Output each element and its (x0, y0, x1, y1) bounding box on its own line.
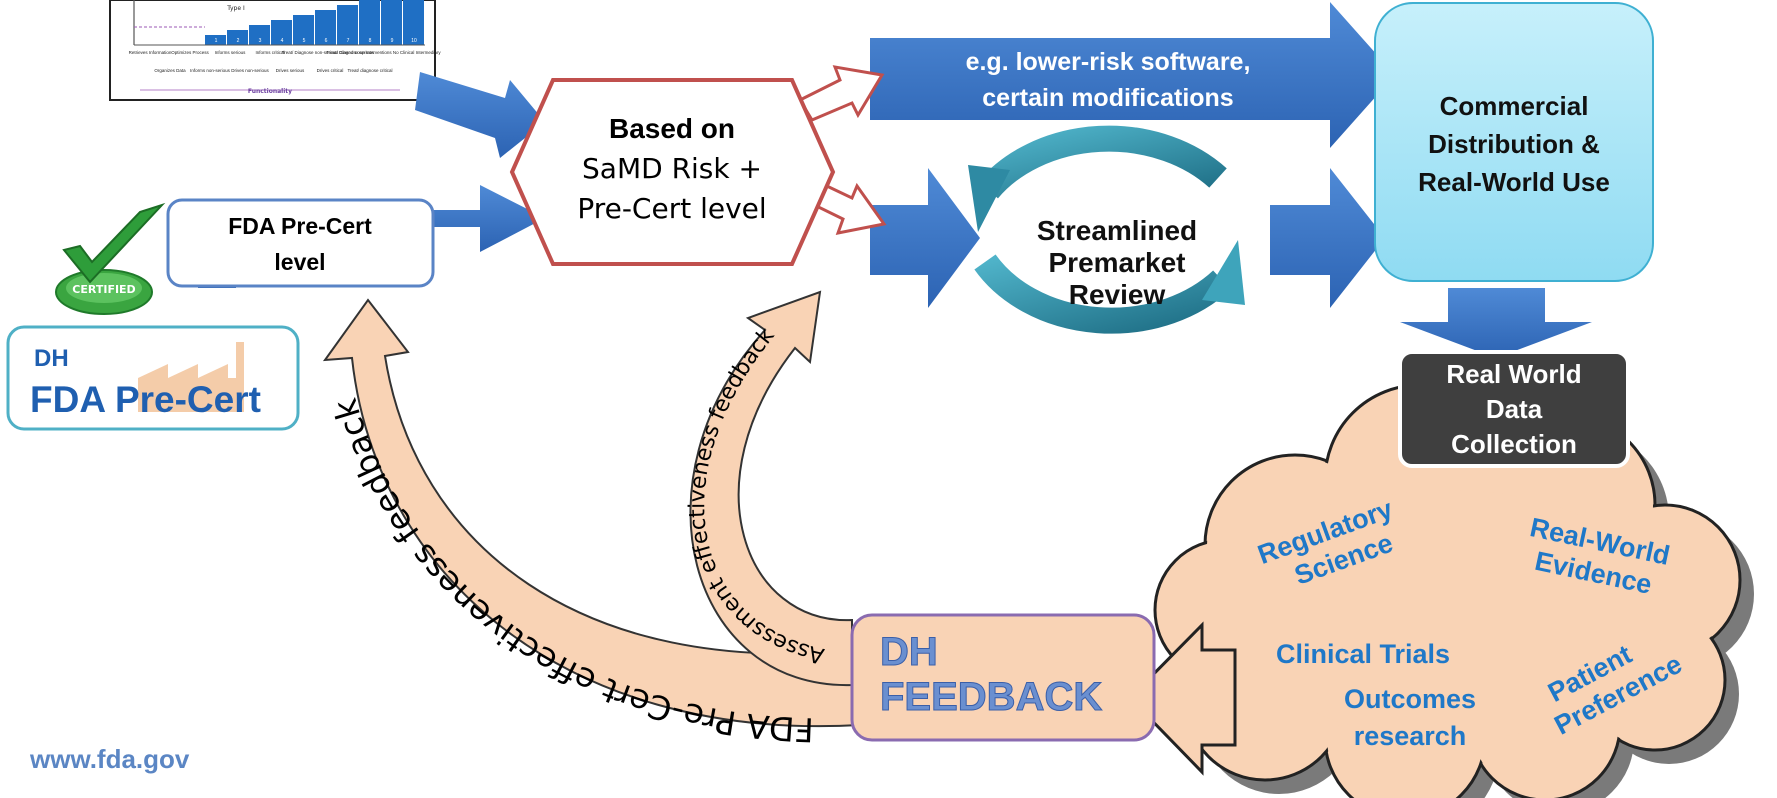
rwd-collection-box (1398, 350, 1630, 468)
chart-bar-number: 9 (391, 38, 394, 44)
chart-column-label: Closed Loop Interventions No Clinical In… (339, 50, 441, 55)
chart-column-label: Treat/ Diagnose serious (326, 50, 374, 55)
cycle-arrowhead-right (1202, 240, 1245, 305)
chart-column-label: Retrieves Information (129, 50, 172, 55)
decision-hexagon (509, 78, 836, 266)
certified-seal-text: CERTIFIED (72, 283, 135, 296)
precert-feedback-arrow (322, 298, 861, 728)
chart-bar-number: 8 (369, 38, 372, 44)
chart-bar-number: 3 (259, 38, 262, 44)
commercial-distribution-box (1374, 2, 1654, 282)
factory-icon (138, 342, 244, 412)
chart-bar (249, 25, 270, 45)
chart-column-label: Treat/ diagnose critical (347, 68, 392, 73)
rwd-line-3: Collection (1451, 429, 1577, 459)
feedback-line-1: DH (880, 630, 938, 674)
certified-seal-inner (66, 273, 142, 303)
hexagon-line-3: Pre-Cert level (577, 192, 766, 225)
check-mark-icon (62, 202, 166, 284)
chart-frame (109, 0, 436, 101)
chart-bar-number: 7 (347, 38, 350, 44)
arrow-chart-to-hexagon (415, 72, 545, 158)
chart-column-label: Informs non-serious (190, 68, 231, 73)
feedback-line-2: FEEDBACK (880, 675, 1102, 719)
dh-feedback-box (850, 613, 1156, 742)
arrow-precert-level-to-hexagon (430, 185, 545, 252)
review-line-2: Premarket (1049, 247, 1186, 278)
chart-type-label: Type I (226, 5, 245, 12)
chart-bar (359, 0, 380, 45)
outcomes-line-2: research (1354, 721, 1467, 751)
chart-axis-label: Functionality (248, 88, 292, 95)
cloud-clinical-trials: Clinical Trials (1276, 639, 1450, 669)
commercial-line-1: Commercial (1440, 91, 1589, 121)
commercial-line-3: Real-World Use (1418, 167, 1610, 197)
chart-bar (205, 35, 226, 45)
chart-column-label: Drives serious (276, 68, 305, 73)
chart-bar (381, 0, 402, 45)
hollow-arrow-upper (797, 65, 885, 122)
assessment-feedback-arrow (689, 290, 853, 687)
rwd-line-1: Real World (1446, 359, 1581, 389)
cycle-arc-top (978, 125, 1227, 199)
chart-bar (293, 15, 314, 45)
commercial-line-2: Distribution & (1428, 129, 1600, 159)
hexagon-line-1: Based on (609, 113, 735, 144)
review-line-1: Streamlined (1037, 215, 1197, 246)
top-arrow-line-2: certain modifications (982, 84, 1233, 112)
chart-column-label: Informs critical (255, 50, 284, 55)
chart-column-label: Organizes Data (154, 68, 186, 73)
chart-bar (403, 0, 424, 45)
chart-column-label: Treat/ Diagnose non-serious (282, 50, 339, 55)
precert-logo-bottom: FDA Pre-Cert (30, 379, 261, 420)
arrow-hexagon-to-review (870, 168, 980, 308)
hexagon-line-2: SaMD Risk + (582, 152, 762, 185)
arrow-to-commercial-top (870, 2, 1395, 148)
risk-chart-thumbnail: 1 2 3 4 5 6 7 8 9 10 Type I Retrieves Information… (109, 0, 442, 101)
arrow-review-to-commercial (1270, 168, 1385, 308)
rwd-line-2: Data (1486, 394, 1543, 424)
chart-bar-number: 10 (411, 38, 417, 44)
chart-bar-number: 4 (281, 38, 284, 44)
review-cycle (968, 125, 1245, 334)
review-line-3: Review (1069, 279, 1166, 310)
chart-bar (271, 20, 292, 45)
chart-bar (337, 5, 358, 45)
chart-bar-number: 6 (325, 38, 328, 44)
chart-column-label: Optimizes Process (171, 50, 209, 55)
chart-bar-number: 5 (303, 38, 306, 44)
precert-level-line-2: level (274, 249, 325, 275)
chart-column-label: Drives critical (317, 68, 344, 73)
chart-bar (315, 10, 336, 45)
website-url: www.fda.gov (29, 744, 190, 774)
arrow-commercial-to-rwd (1400, 288, 1592, 358)
top-arrow-line-1: e.g. lower-risk software, (966, 48, 1251, 76)
chart-column-label: Drives non-serious (231, 68, 269, 73)
precert-level-box (166, 198, 435, 288)
chart-bars: 1 2 3 4 5 6 7 8 9 10 (205, 0, 424, 45)
cycle-arrowhead-left (968, 165, 1010, 232)
cycle-arc-bottom (974, 254, 1231, 334)
arrow-cloud-to-feedback (1127, 621, 1237, 776)
chart-bar (227, 30, 248, 45)
chart-bar-number: 1 (215, 38, 218, 44)
precert-logo-top: DH (34, 345, 69, 372)
certified-badge: CERTIFIED (55, 202, 166, 315)
chart-column-label: Informs serious (215, 50, 247, 55)
chart-bar-number: 2 (237, 38, 240, 44)
outcomes-line-1: Outcomes (1344, 684, 1476, 714)
precert-level-line-1: FDA Pre-Cert (228, 213, 372, 239)
